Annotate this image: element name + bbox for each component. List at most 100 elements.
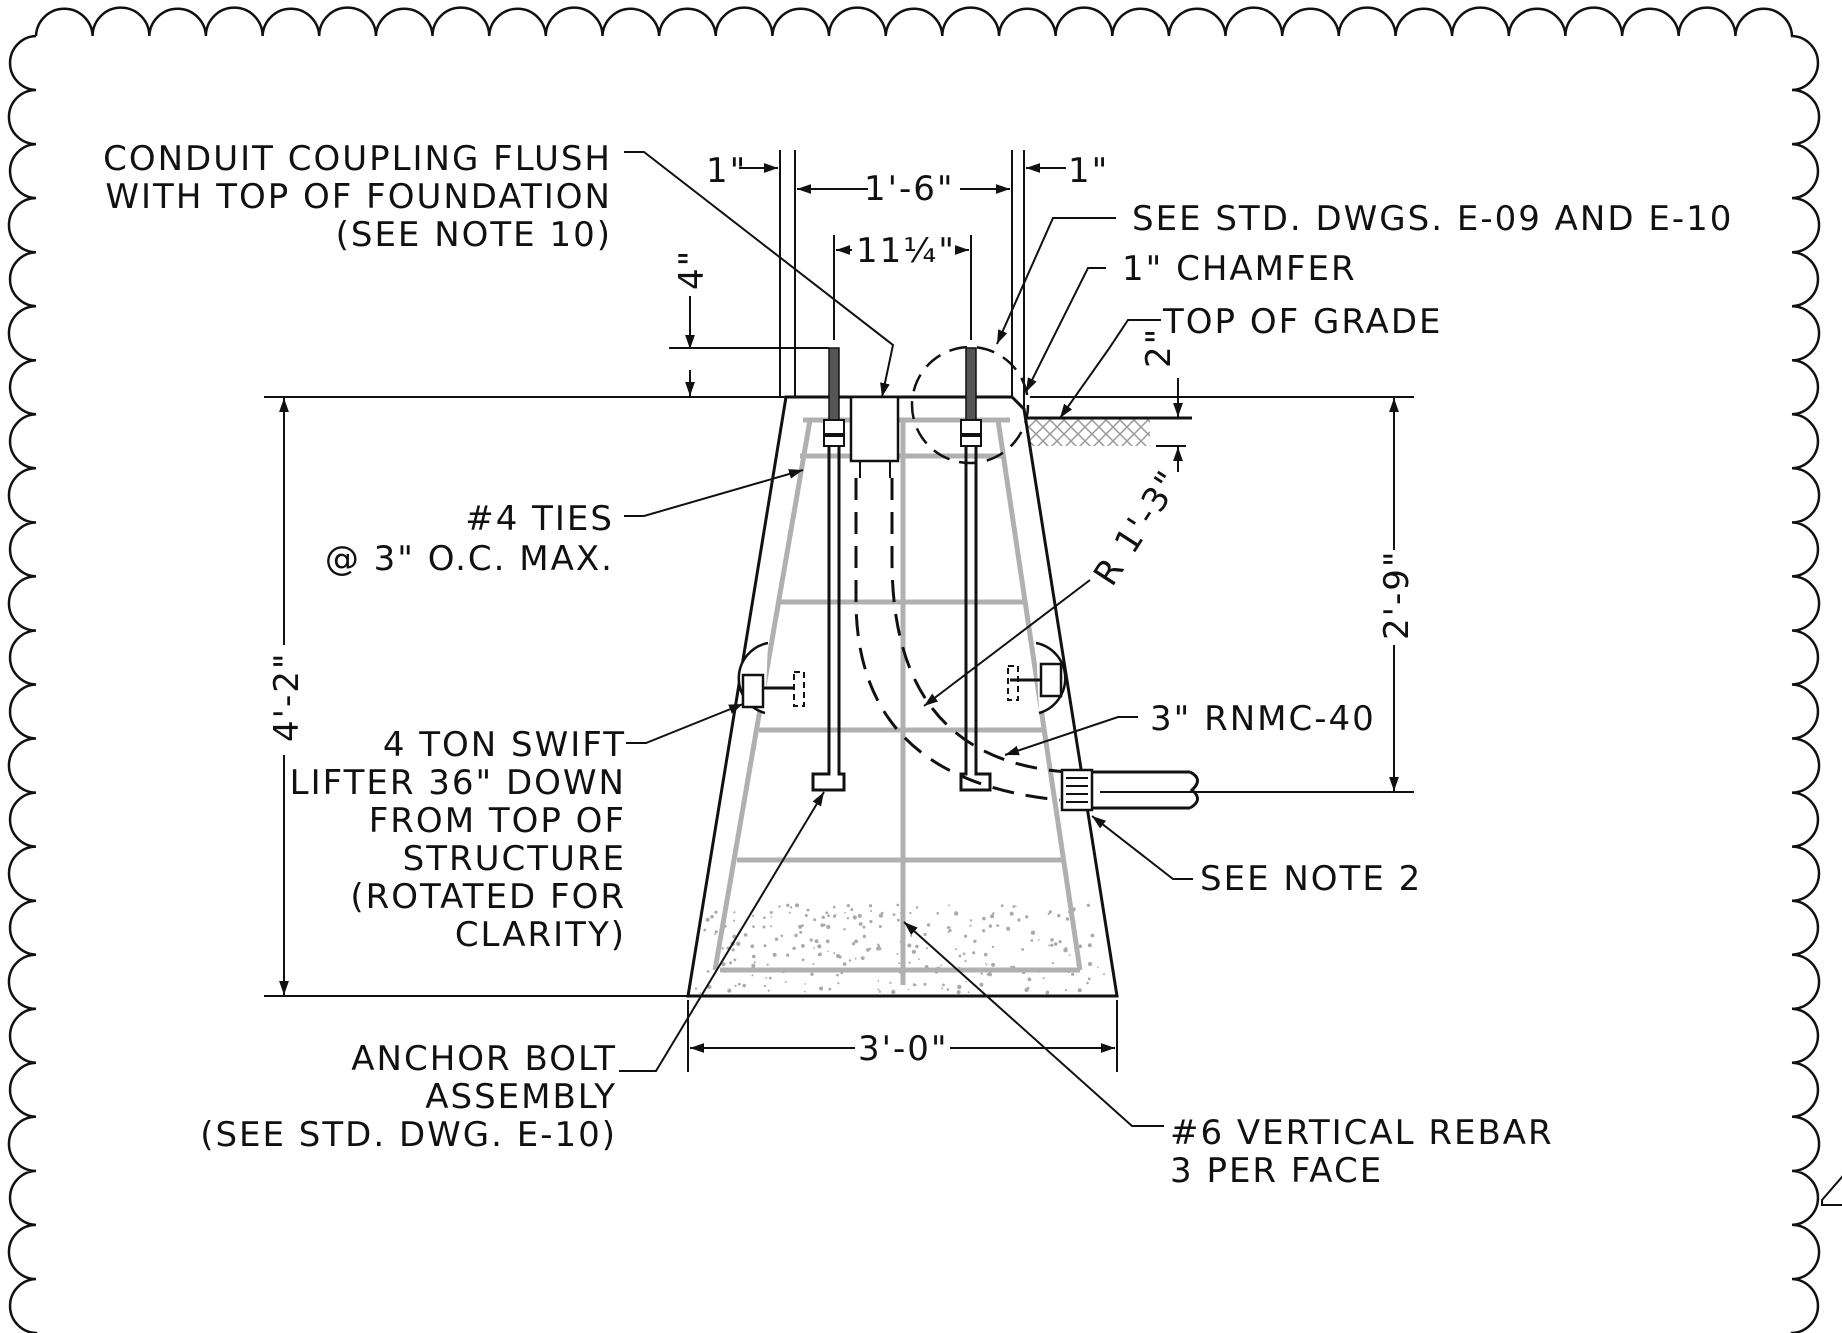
stipple-dot: [909, 911, 912, 915]
stipple-dot: [991, 945, 995, 949]
exiting-conduit: [1060, 768, 1199, 812]
stipple-dot: [770, 916, 773, 918]
stipple-dot: [843, 928, 846, 931]
stipple-dot: [780, 934, 784, 938]
stipple-dot: [1097, 966, 1099, 968]
stipple-dot: [1078, 944, 1083, 949]
stipple-dot: [1071, 972, 1075, 976]
stipple-dot: [1047, 912, 1050, 916]
stipple-dot: [1045, 990, 1050, 995]
stipple-dot: [786, 953, 790, 957]
stipple-dot: [1021, 948, 1024, 951]
stipple-dot: [1050, 943, 1054, 947]
stipple-dot: [1024, 987, 1029, 993]
stipple-dot: [786, 903, 790, 907]
stipple-dot: [870, 910, 873, 912]
swift-lifter-left: [737, 641, 805, 715]
stipple-dot: [806, 908, 810, 912]
stipple-dot: [941, 987, 944, 990]
stipple-dot: [891, 989, 896, 995]
stipple-dot: [844, 912, 847, 914]
stipple-dot: [801, 958, 805, 962]
ties-note: #4 TIES @ 3" O.C. MAX.: [325, 499, 612, 579]
stipple-dot: [799, 930, 803, 934]
stipple-dot: [734, 984, 737, 988]
dim-left-offset: 1": [706, 151, 747, 191]
stipple-dot: [819, 986, 824, 991]
stipple-dot: [743, 933, 748, 937]
radius-label: R 1'-3": [1086, 463, 1190, 593]
stipple-dot: [836, 973, 839, 977]
stipple-dot: [833, 952, 836, 955]
stipple-dot: [866, 948, 870, 952]
stipple-dot: [828, 987, 832, 991]
see-std-dwgs-note: SEE STD. DWGS. E-09 AND E-10: [1132, 199, 1733, 239]
top-of-grade-note: TOP OF GRADE: [1162, 302, 1442, 342]
stipple-dot: [703, 928, 707, 932]
stipple-dot: [1030, 939, 1034, 942]
stipple-dot: [907, 943, 912, 948]
stipple-dot: [862, 925, 866, 929]
stipple-dot: [774, 937, 779, 941]
stipple-dot: [1006, 926, 1011, 931]
stipple-dot: [996, 924, 999, 927]
stipple-dot: [1077, 988, 1082, 993]
stipple-dot: [850, 908, 854, 912]
stipple-dot: [982, 929, 986, 933]
stipple-dot: [813, 918, 817, 922]
note-line: FROM TOP OF: [369, 801, 626, 841]
stipple-dot: [788, 911, 791, 914]
stipple-dot: [1051, 962, 1054, 965]
stipple-dot: [988, 972, 992, 977]
note-line: ANCHOR BOLT: [351, 1039, 617, 1079]
conduit-coupling-note: CONDUIT COUPLING FLUSH WITH TOP OF FOUND…: [103, 139, 612, 255]
stipple-dot: [832, 914, 836, 918]
note-line: CONDUIT COUPLING FLUSH: [103, 139, 612, 179]
stipple-dot: [954, 948, 957, 951]
stipple-dot: [825, 911, 829, 915]
stipple-dot: [752, 914, 755, 918]
stipple-dot: [778, 905, 781, 908]
stipple-dot: [751, 974, 754, 977]
stipple-dot: [911, 949, 917, 955]
stipple-dot: [699, 992, 702, 994]
stipple-dot: [737, 982, 741, 986]
stipple-dot: [846, 916, 850, 920]
note-line: CLARITY): [455, 915, 626, 955]
stipple-dot: [877, 980, 880, 982]
stipple-dot: [877, 988, 880, 991]
stipple-dot: [862, 934, 867, 939]
vertical-rebar-note: #6 VERTICAL REBAR 3 PER FACE: [1170, 1113, 1552, 1191]
stipple-dot: [857, 913, 862, 918]
stipple-dot: [763, 984, 767, 988]
conduit-coupling: [849, 395, 900, 478]
stipple-dot: [733, 919, 735, 922]
stipple-dot: [1048, 944, 1051, 947]
note-line: (SEE NOTE 10): [336, 215, 612, 255]
stipple-dot: [889, 981, 892, 984]
stipple-dot: [714, 910, 718, 914]
stipple-dot: [832, 905, 836, 909]
note-line: LIFTER 36" DOWN: [290, 763, 626, 803]
stipple-dot: [763, 916, 766, 919]
stipple-dot: [969, 919, 973, 922]
stipple-dot: [946, 988, 950, 991]
conduit-sweep-outer: [890, 478, 1069, 774]
stipple-dot: [880, 911, 884, 915]
swift-lifter-right: [1007, 641, 1067, 715]
stipple-dot: [854, 957, 857, 960]
stipple-dot: [789, 906, 793, 909]
dim-bolt-spacing: 11¼": [856, 231, 956, 271]
stipple-dot: [848, 959, 852, 962]
stipple-dot: [1000, 904, 1004, 908]
stipple-dot: [878, 947, 882, 951]
stipple-dot: [1042, 977, 1045, 980]
stipple-dot: [694, 987, 698, 990]
stipple-dot: [1012, 905, 1016, 908]
stipple-dot: [896, 953, 899, 956]
stipple-dot: [842, 962, 847, 966]
stipple-dot: [851, 942, 856, 946]
stipple-dot: [956, 990, 961, 995]
stipple-dot: [1087, 977, 1091, 981]
